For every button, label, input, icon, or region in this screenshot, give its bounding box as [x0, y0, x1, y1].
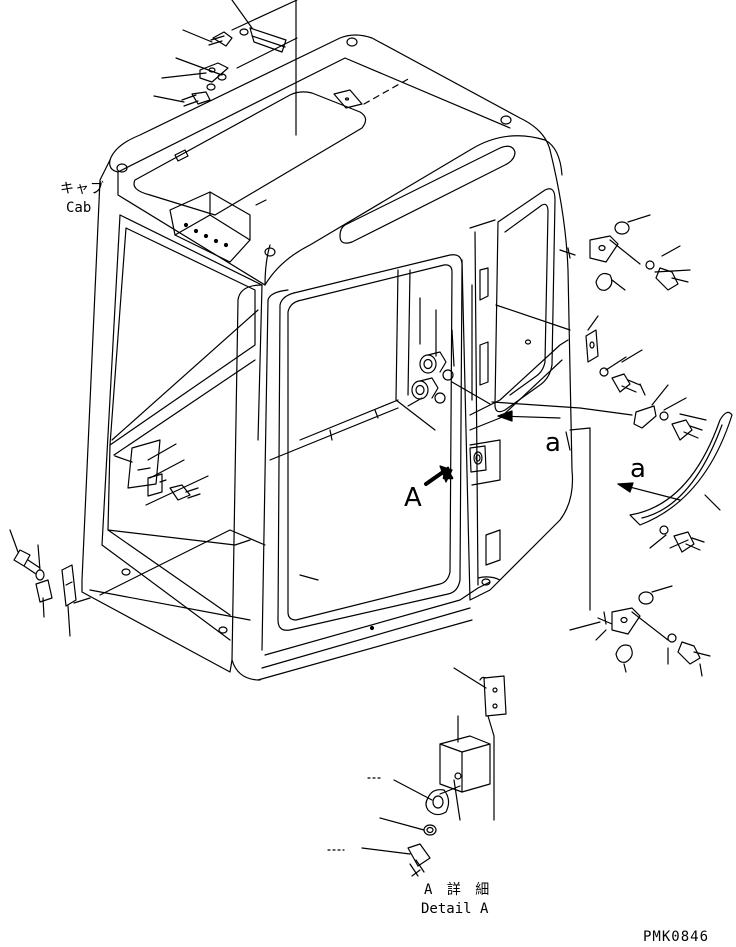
lower-washer: [668, 634, 676, 642]
interior-hardware-group: [408, 298, 490, 406]
detail-label-english: Detail A: [421, 901, 489, 917]
ref-arrow-a1: [498, 411, 560, 421]
drawing-code: PMK0846: [643, 929, 710, 945]
top-bolt-2: [182, 92, 210, 106]
left-outer-bolt: [14, 550, 40, 574]
leader-line: [570, 428, 590, 610]
view-a-label: A: [404, 483, 422, 513]
gutter-bracket: [634, 406, 656, 428]
detail-washer: [424, 825, 436, 835]
ref-a-label-1: a: [545, 428, 561, 458]
top-washer-1: [240, 29, 248, 35]
roof-plate: [334, 90, 362, 108]
left-hardware-group: [10, 440, 208, 636]
cab-right-side: [462, 150, 573, 600]
mid-bracket: [586, 330, 598, 362]
left-outer-plate: [36, 580, 52, 602]
ref-arrow-a2: [618, 483, 680, 500]
mid-washer: [600, 368, 608, 376]
detail-a-group: [328, 668, 506, 876]
cab-front-window: [258, 255, 490, 680]
cab-label-english: Cab: [66, 200, 92, 216]
interior-bushing-1: [420, 355, 436, 373]
top-hardware-group: [154, 0, 410, 135]
ref-a-label-2: a: [630, 454, 646, 484]
view-arrow-a: [426, 466, 452, 484]
detail-block: [440, 736, 490, 792]
top-nut-1: [200, 63, 228, 82]
detail-bolt: [408, 844, 430, 866]
lower-pin: [616, 645, 632, 662]
gutter-washer: [660, 412, 668, 420]
cab-roof: [110, 35, 562, 285]
left-outer-bracket: [62, 565, 76, 606]
upper-pin: [596, 274, 612, 291]
upper-hinge-bracket: [590, 236, 618, 262]
cab-left-frame: [82, 160, 265, 672]
mid-bolt: [612, 374, 640, 392]
right-hardware-group: [492, 215, 732, 676]
detail-label-japanese: A 詳 細: [424, 882, 493, 898]
rain-gutter: [630, 412, 732, 525]
lower-nut: [639, 592, 653, 604]
top-bracket: [250, 28, 286, 52]
interior-bushing-2: [412, 381, 428, 399]
lower-bolt: [678, 642, 710, 664]
left-bolt: [170, 485, 200, 500]
gutter-end-washer: [660, 526, 668, 534]
left-spacer: [148, 474, 162, 496]
gutter-bolt: [672, 420, 702, 440]
gutter-end-bolt: [674, 532, 704, 552]
detail-plate: [484, 676, 506, 716]
left-outer-washer: [36, 570, 44, 580]
cab-label-japanese: キャブ: [60, 181, 105, 197]
cab-front-pillar: [232, 285, 288, 680]
upper-washer: [646, 261, 654, 269]
interior-washer-2: [435, 393, 445, 403]
upper-nut: [615, 222, 629, 234]
lower-hinge-bracket: [612, 608, 640, 634]
top-bolt-1: [209, 32, 232, 46]
detail-bushing: [426, 790, 449, 815]
top-washer-2: [218, 74, 226, 80]
interior-washer-1: [443, 370, 453, 380]
left-plate: [128, 440, 160, 488]
